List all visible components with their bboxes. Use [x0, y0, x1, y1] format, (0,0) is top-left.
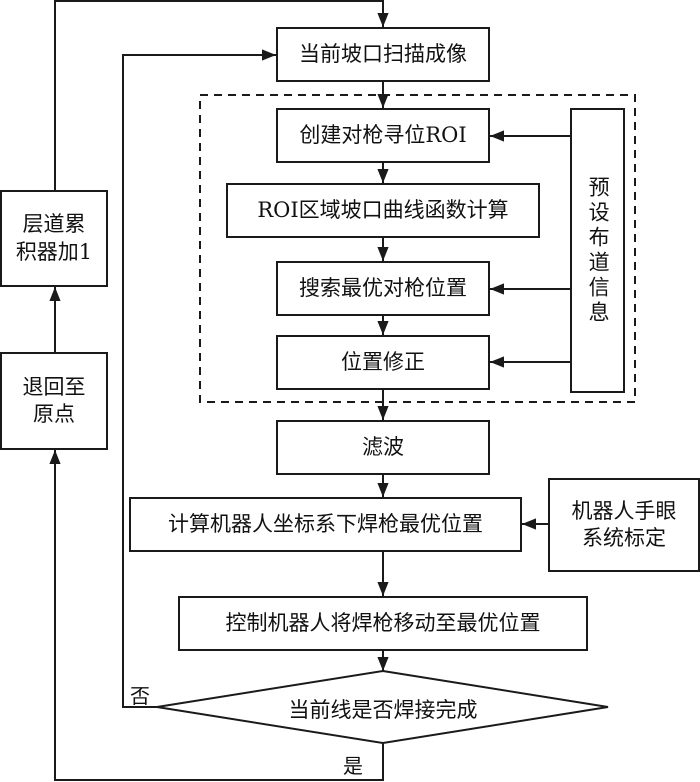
search-label: 搜索最优对枪位置	[299, 275, 467, 300]
layer-box: 层道累 积器加1	[0, 190, 108, 287]
search-box: 搜索最优对枪位置	[276, 261, 490, 316]
filter-box: 滤波	[276, 420, 490, 475]
scan-label: 当前坡口扫描成像	[299, 41, 467, 66]
correct-box: 位置修正	[276, 335, 490, 390]
create-roi-label: 创建对枪寻位ROI	[299, 122, 467, 147]
layer-label-line2: 积器加1	[15, 239, 93, 264]
arrow-yes-to-return	[49, 450, 384, 781]
filter-label: 滤波	[362, 434, 404, 459]
move-box: 控制机器人将焊枪移动至最优位置	[178, 596, 588, 651]
correct-label: 位置修正	[341, 349, 425, 374]
dashed-group-border	[199, 94, 636, 403]
scan-box: 当前坡口扫描成像	[276, 27, 490, 82]
no-label: 否	[130, 684, 150, 708]
decision-label: 当前线是否焊接完成	[288, 698, 478, 722]
arrow-no-to-scan	[122, 49, 276, 708]
calib-label-line1: 机器人手眼	[571, 498, 677, 523]
roi-calc-label: ROI区域坡口曲线函数计算	[257, 197, 509, 222]
move-label: 控制机器人将焊枪移动至最优位置	[225, 610, 541, 635]
return-label-line2: 原点	[33, 402, 75, 426]
create-roi-box: 创建对枪寻位ROI	[276, 108, 490, 163]
return-box: 退回至 原点	[0, 352, 108, 450]
preset-label: 预设布道信息	[586, 175, 611, 326]
compute-box: 计算机器人坐标系下焊枪最优位置	[129, 497, 522, 552]
yes-label: 是	[343, 754, 363, 778]
calib-label-line2: 系统标定	[582, 526, 666, 550]
compute-label: 计算机器人坐标系下焊枪最优位置	[168, 511, 483, 536]
roi-calc-box: ROI区域坡口曲线函数计算	[226, 183, 540, 238]
layer-label-line1: 层道累	[22, 212, 86, 237]
arrow-layer-to-scan	[54, 0, 389, 190]
return-label-line1: 退回至	[22, 374, 86, 399]
calib-box: 机器人手眼 系统标定	[548, 478, 700, 572]
preset-box: 预设布道信息	[570, 108, 625, 393]
